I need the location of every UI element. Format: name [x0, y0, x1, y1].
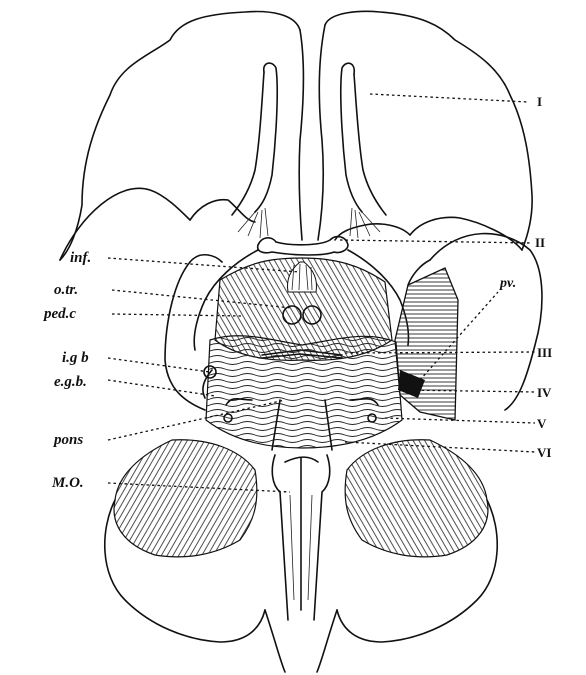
- left-labels: inf. o.tr. ped.c i.g b e.g.b. pons M.O.: [42, 250, 91, 491]
- label-pons: pons: [52, 432, 83, 448]
- pons: [203, 336, 402, 450]
- label-I: I: [537, 94, 542, 109]
- label-egb: e.g.b.: [54, 374, 87, 390]
- label-inf: inf.: [70, 250, 91, 266]
- label-VI: VI: [537, 445, 551, 460]
- medulla-oblongata: [272, 455, 329, 620]
- label-V: V: [537, 416, 547, 431]
- label-pv: pv.: [499, 276, 516, 291]
- right-labels: I II III IV V VI pv.: [499, 94, 552, 460]
- label-IV: IV: [537, 385, 552, 400]
- label-igb: i.g b: [62, 350, 89, 366]
- label-pedc: ped.c: [42, 306, 76, 322]
- olfactory-lobes: [232, 63, 386, 238]
- label-II: II: [535, 235, 545, 250]
- label-III: III: [537, 345, 552, 360]
- pituitary-region: [395, 268, 458, 420]
- label-otr: o.tr.: [54, 282, 78, 298]
- label-mo: M.O.: [51, 475, 84, 491]
- cerebral-hemispheres: [60, 11, 532, 260]
